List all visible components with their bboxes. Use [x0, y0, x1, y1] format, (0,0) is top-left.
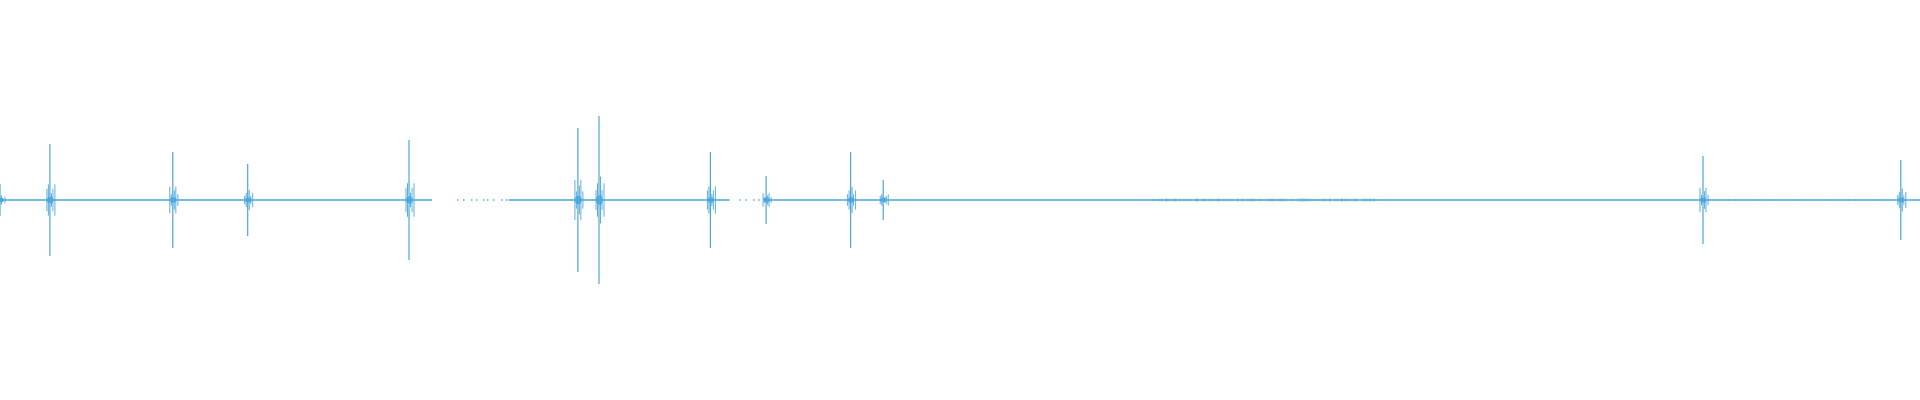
transient-spike — [574, 128, 584, 272]
sparse-dot — [1798, 199, 1801, 201]
sparse-dot — [1872, 199, 1875, 201]
sparse-dot — [506, 199, 508, 201]
transient-spike — [0, 184, 6, 216]
transient-spike — [46, 144, 56, 256]
sparse-dot — [745, 199, 747, 201]
sparse-dot — [1847, 199, 1850, 201]
sparse-dot — [1877, 199, 1880, 201]
waveform-noise-band — [1151, 198, 1383, 202]
sparse-dot — [1738, 199, 1741, 201]
waveform-transients — [0, 116, 1907, 284]
sparse-dot — [1884, 199, 1887, 201]
sparse-dot — [493, 199, 495, 201]
sparse-dot — [1722, 199, 1725, 201]
sparse-dot — [1854, 199, 1857, 201]
sparse-dot — [758, 199, 760, 201]
transient-spike — [762, 176, 772, 224]
sparse-dot — [1757, 199, 1760, 201]
transient-spike — [879, 180, 889, 220]
sparse-dot — [1768, 199, 1771, 201]
sparse-dot — [1842, 199, 1845, 201]
waveform-sparse-dots — [457, 199, 1891, 201]
transient-spike — [1897, 160, 1907, 240]
sparse-dot — [1812, 199, 1815, 201]
sparse-dot — [1817, 199, 1820, 201]
sparse-dot — [1834, 199, 1837, 201]
sparse-dot — [1824, 199, 1827, 201]
sparse-dot — [1828, 199, 1831, 201]
sparse-dot — [1727, 199, 1730, 201]
sparse-dot — [1774, 199, 1777, 201]
sparse-dot — [1714, 199, 1717, 201]
sparse-dot — [753, 199, 755, 201]
transient-spike — [595, 116, 605, 284]
sparse-dot — [739, 199, 741, 201]
sparse-dot — [501, 199, 503, 201]
sparse-dot — [1734, 199, 1737, 201]
sparse-dot — [1782, 199, 1785, 201]
sparse-dot — [457, 199, 459, 201]
sparse-dot — [1708, 199, 1711, 201]
transient-spike — [847, 152, 857, 248]
sparse-dot — [1858, 199, 1861, 201]
transient-spike — [405, 140, 415, 260]
transient-spike — [706, 152, 716, 248]
sparse-dot — [463, 199, 465, 201]
sparse-dot — [487, 199, 489, 201]
sparse-dot — [1864, 199, 1867, 201]
sparse-dot — [1888, 199, 1891, 201]
transient-spike — [169, 152, 179, 248]
sparse-dot — [471, 199, 473, 201]
sparse-dot — [1764, 199, 1767, 201]
sparse-dot — [1794, 199, 1797, 201]
sparse-dot — [476, 199, 478, 201]
sparse-dot — [483, 199, 485, 201]
sparse-dot — [1744, 199, 1747, 201]
transient-spike — [1699, 156, 1709, 244]
sparse-dot — [1804, 199, 1807, 201]
transient-spike — [244, 164, 254, 236]
sparse-dot — [1752, 199, 1755, 201]
sparse-dot — [1787, 199, 1790, 201]
